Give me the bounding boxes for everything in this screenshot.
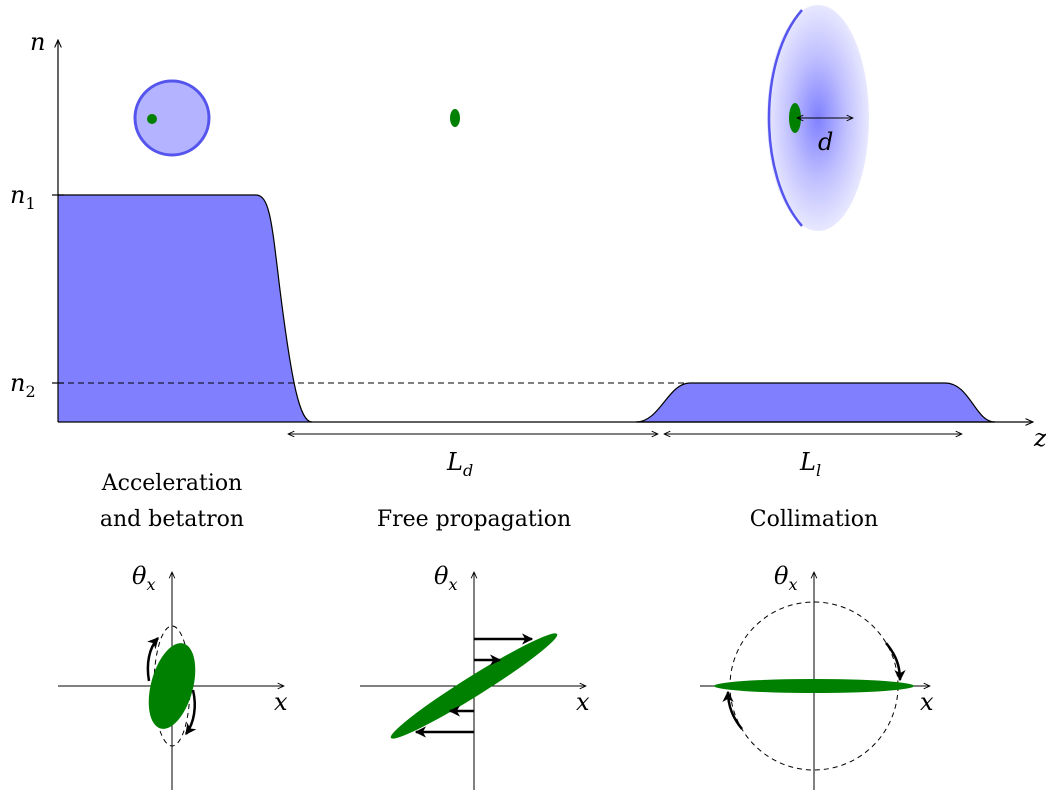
- phase-space-acceleration: x θx: [58, 562, 288, 790]
- Ll-label: Ll: [799, 448, 821, 480]
- ps3-x-label: x: [920, 688, 934, 716]
- ps3-rotation-arrow-right: [886, 643, 900, 680]
- ps3-beam-ellipse: [714, 679, 914, 693]
- ps2-theta-label: θx: [434, 562, 457, 594]
- ps2-x-label: x: [576, 688, 590, 716]
- n1-label: n1: [10, 181, 36, 213]
- beam-spot-free-propagation: [450, 109, 460, 127]
- plasma-channel-cross-section: [135, 81, 209, 155]
- z-axis-label: z: [1033, 424, 1046, 452]
- Ld-label: Ld: [446, 448, 473, 480]
- accelerator-plasma-region: [58, 195, 312, 422]
- caption-collimation: Collimation: [750, 507, 878, 532]
- phase-space-free-propagation: x θx: [360, 562, 590, 790]
- offset-d-label: d: [818, 128, 833, 156]
- ps1-theta-label: θx: [132, 562, 155, 594]
- lens-plasma-region: [636, 383, 995, 422]
- caption-acceleration-line1: Acceleration: [101, 471, 243, 496]
- caption-free-propagation: Free propagation: [377, 507, 571, 532]
- n-axis-label: n: [30, 28, 45, 56]
- ps1-x-label: x: [274, 688, 288, 716]
- ps3-rotation-arrow-left: [728, 692, 742, 729]
- ps3-theta-label: θx: [774, 562, 797, 594]
- beam-spot-accelerator: [147, 114, 157, 124]
- n2-label: n2: [10, 369, 36, 401]
- phase-space-collimation: x θx: [700, 562, 934, 790]
- caption-acceleration-line2: and betatron: [100, 507, 244, 532]
